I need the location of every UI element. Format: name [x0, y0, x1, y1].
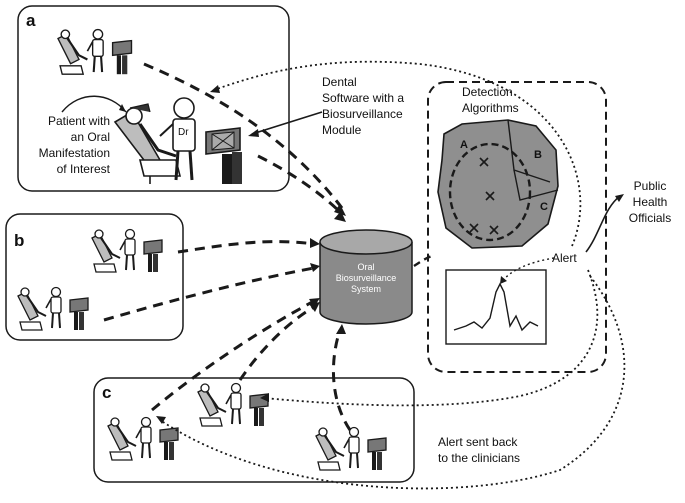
oral-biosurveillance-database: Oral Biosurveillance System: [319, 229, 413, 325]
data-flow-arrowheads: [309, 204, 346, 334]
region-c: C: [540, 201, 548, 213]
signal-plot: [445, 269, 547, 345]
detection-algorithms-box: [427, 81, 607, 373]
alert-sent-back-label: Alert sent back to the clinicians: [438, 435, 520, 465]
svg-text:System: System: [351, 284, 381, 294]
patient-label: Patient with an Oral Manifestation of In…: [39, 114, 111, 176]
svg-text:an Oral: an Oral: [71, 130, 110, 144]
svg-text:Officials: Officials: [629, 211, 671, 225]
detection-label: Detection Algorithms: [462, 85, 519, 115]
region-a: A: [460, 139, 468, 151]
panel-b-box: [5, 213, 184, 341]
alert-to-officials-arrow: [585, 195, 621, 253]
svg-text:Module: Module: [322, 123, 362, 137]
svg-text:to the clinicians: to the clinicians: [438, 451, 520, 465]
doctor-badge: Dr: [178, 127, 189, 138]
svg-text:Dental: Dental: [322, 75, 357, 89]
software-label: Dental Software with a Biosurveillance M…: [322, 75, 404, 137]
alert-back-arrows: [159, 60, 626, 490]
data-flow-arrows: [103, 62, 352, 431]
panel-c-letter: c: [102, 383, 111, 402]
alert-back-arrowheads: [156, 85, 269, 424]
svg-text:Alert sent back: Alert sent back: [438, 435, 518, 449]
svg-text:Algorithms: Algorithms: [462, 101, 519, 115]
alert-label: Alert: [552, 251, 577, 265]
region-b: B: [534, 149, 542, 161]
clinic-scene-a-large: Dr: [113, 97, 242, 184]
svg-text:Manifestation: Manifestation: [39, 146, 110, 160]
alert-to-plot-arrow: [501, 257, 555, 283]
svg-text:Public: Public: [634, 179, 667, 193]
svg-text:Biosurveillance: Biosurveillance: [322, 107, 403, 121]
svg-text:Software with a: Software with a: [322, 91, 404, 105]
db-to-algorithms-arrow: [413, 254, 433, 267]
svg-text:Health: Health: [633, 195, 668, 209]
panel-b-letter: b: [14, 231, 24, 250]
svg-text:of Interest: of Interest: [57, 162, 111, 176]
svg-text:Patient with: Patient with: [48, 114, 110, 128]
svg-text:Oral: Oral: [357, 262, 374, 272]
region-map: A B C: [437, 119, 559, 249]
svg-text:Detection: Detection: [462, 85, 513, 99]
svg-text:Biosurveillance: Biosurveillance: [336, 273, 397, 283]
panel-a-letter: a: [26, 11, 36, 30]
public-health-label: Public Health Officials: [629, 179, 671, 225]
